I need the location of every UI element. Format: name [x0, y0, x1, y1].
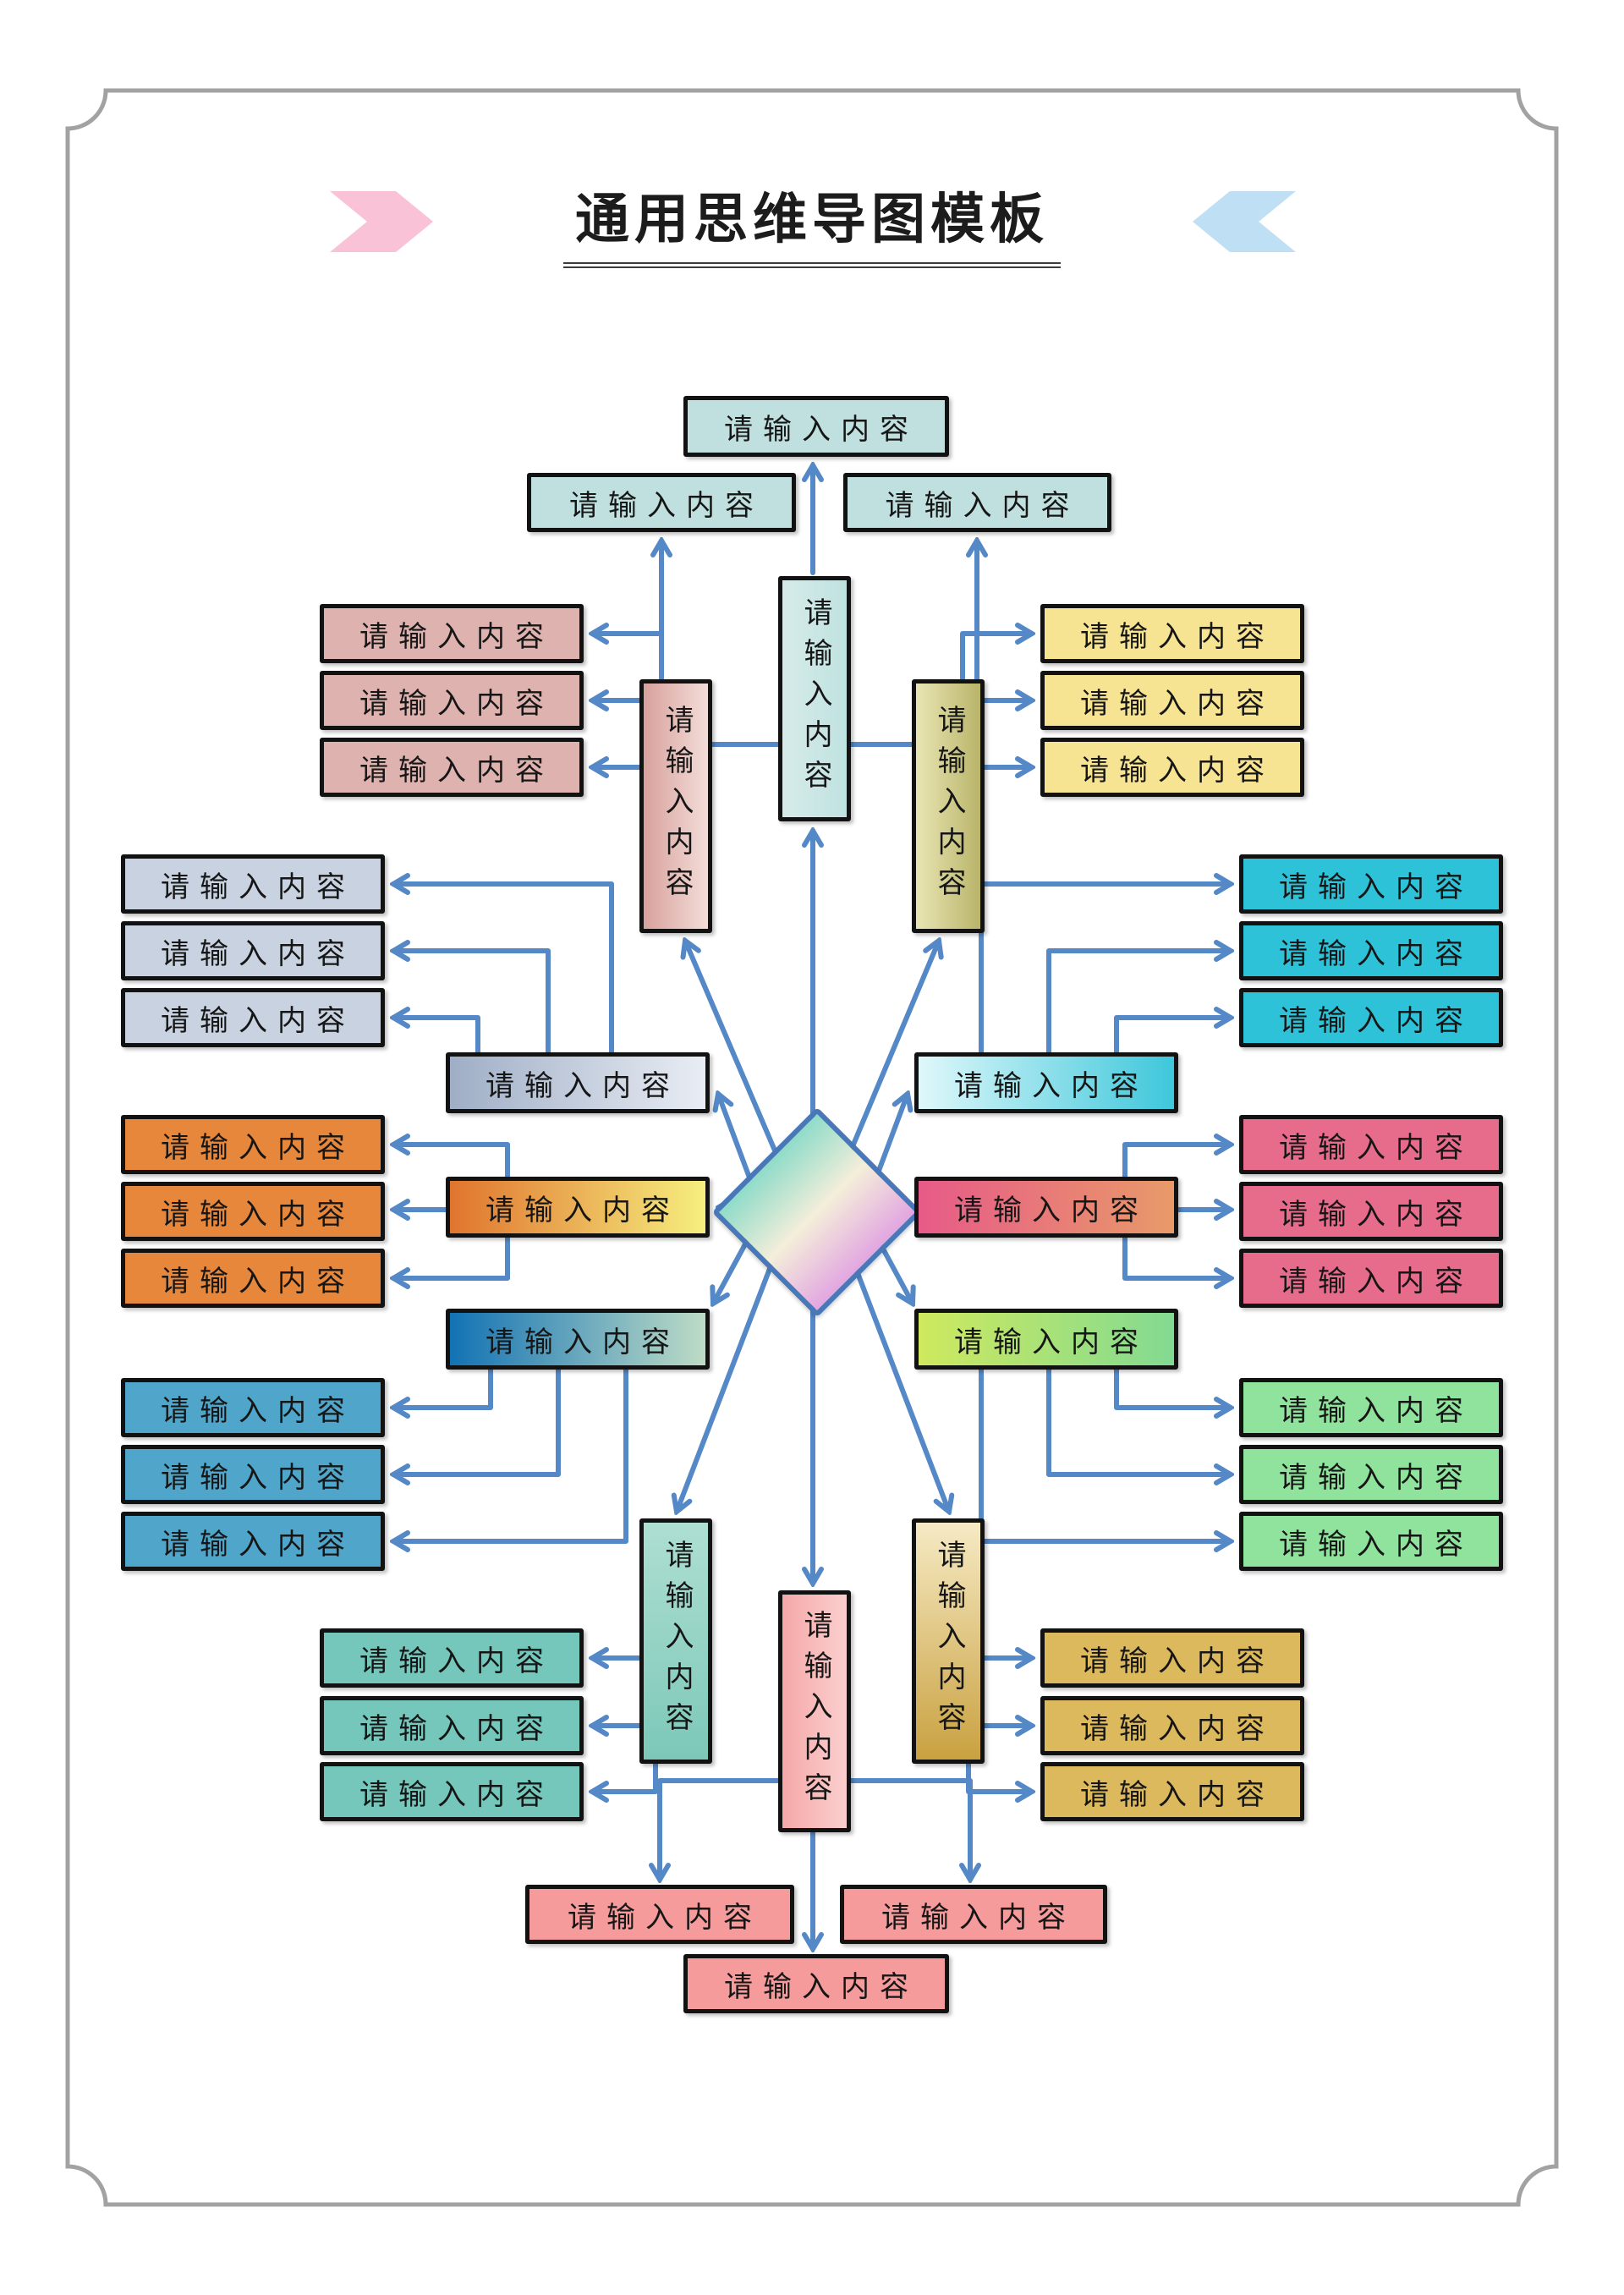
leaf-node[interactable]: 请输入内容: [320, 1762, 584, 1821]
leaf-node[interactable]: 请输入内容: [121, 1445, 385, 1504]
leaf-node[interactable]: 请输入内容: [1239, 1378, 1503, 1437]
leaf-node[interactable]: 请输入内容: [527, 473, 796, 532]
leaf-node[interactable]: 请输入内容: [683, 396, 949, 457]
leaf-node[interactable]: 请输入内容: [1239, 1445, 1503, 1504]
branch-node-east-lower[interactable]: 请输入内容: [914, 1309, 1178, 1370]
leaf-node[interactable]: 请输入内容: [1239, 1249, 1503, 1308]
leaf-node[interactable]: 请输入内容: [1239, 1182, 1503, 1241]
title-row: 通用思维导图模板: [0, 176, 1624, 268]
leaf-node[interactable]: 请输入内容: [320, 738, 584, 797]
leaf-node[interactable]: 请输入内容: [1040, 1628, 1304, 1688]
leaf-node[interactable]: 请输入内容: [320, 1696, 584, 1755]
leaf-node[interactable]: 请输入内容: [840, 1885, 1107, 1944]
leaf-node[interactable]: 请输入内容: [121, 1512, 385, 1571]
leaf-node[interactable]: 请输入内容: [1239, 921, 1503, 980]
leaf-node[interactable]: 请输入内容: [1040, 671, 1304, 730]
leaf-node[interactable]: 请输入内容: [320, 671, 584, 730]
branch-node-west-lower[interactable]: 请输入内容: [446, 1309, 710, 1370]
leaf-node[interactable]: 请输入内容: [121, 1115, 385, 1174]
leaf-node[interactable]: 请输入内容: [1040, 1696, 1304, 1755]
branch-node-east-middle[interactable]: 请输入内容: [914, 1177, 1178, 1238]
leaf-node[interactable]: 请输入内容: [1239, 1512, 1503, 1571]
branch-node-southwest[interactable]: 请输入内容: [639, 1518, 712, 1764]
leaf-node[interactable]: 请输入内容: [121, 1378, 385, 1437]
branch-node-northeast[interactable]: 请输入内容: [912, 679, 985, 933]
leaf-node[interactable]: 请输入内容: [121, 1249, 385, 1308]
leaf-node[interactable]: 请输入内容: [121, 854, 385, 914]
leaf-node[interactable]: 请输入内容: [1040, 1762, 1304, 1821]
leaf-node[interactable]: 请输入内容: [1239, 1115, 1503, 1174]
leaf-node[interactable]: 请输入内容: [525, 1885, 794, 1944]
leaf-node[interactable]: 请输入内容: [121, 921, 385, 980]
leaf-node[interactable]: 请输入内容: [320, 1628, 584, 1688]
branch-node-west-upper[interactable]: 请输入内容: [446, 1052, 710, 1113]
leaf-node[interactable]: 请输入内容: [121, 988, 385, 1047]
branch-node-east-upper[interactable]: 请输入内容: [914, 1052, 1178, 1113]
central-topic-node[interactable]: [711, 1106, 923, 1318]
leaf-node[interactable]: 请输入内容: [1239, 854, 1503, 914]
leaf-node[interactable]: 请输入内容: [320, 604, 584, 663]
leaf-node[interactable]: 请输入内容: [683, 1954, 949, 2013]
leaf-node[interactable]: 请输入内容: [1040, 738, 1304, 797]
branch-node-southeast[interactable]: 请输入内容: [912, 1518, 985, 1764]
branch-node-west-middle[interactable]: 请输入内容: [446, 1177, 710, 1238]
leaf-node[interactable]: 请输入内容: [1239, 988, 1503, 1047]
branch-node-north[interactable]: 请输入内容: [778, 576, 851, 821]
leaf-node[interactable]: 请输入内容: [1040, 604, 1304, 663]
page-title: 通用思维导图模板: [563, 176, 1061, 268]
leaf-node[interactable]: 请输入内容: [121, 1182, 385, 1241]
branch-node-south[interactable]: 请输入内容: [778, 1590, 851, 1832]
branch-node-northwest[interactable]: 请输入内容: [639, 679, 712, 933]
leaf-node[interactable]: 请输入内容: [843, 473, 1111, 532]
